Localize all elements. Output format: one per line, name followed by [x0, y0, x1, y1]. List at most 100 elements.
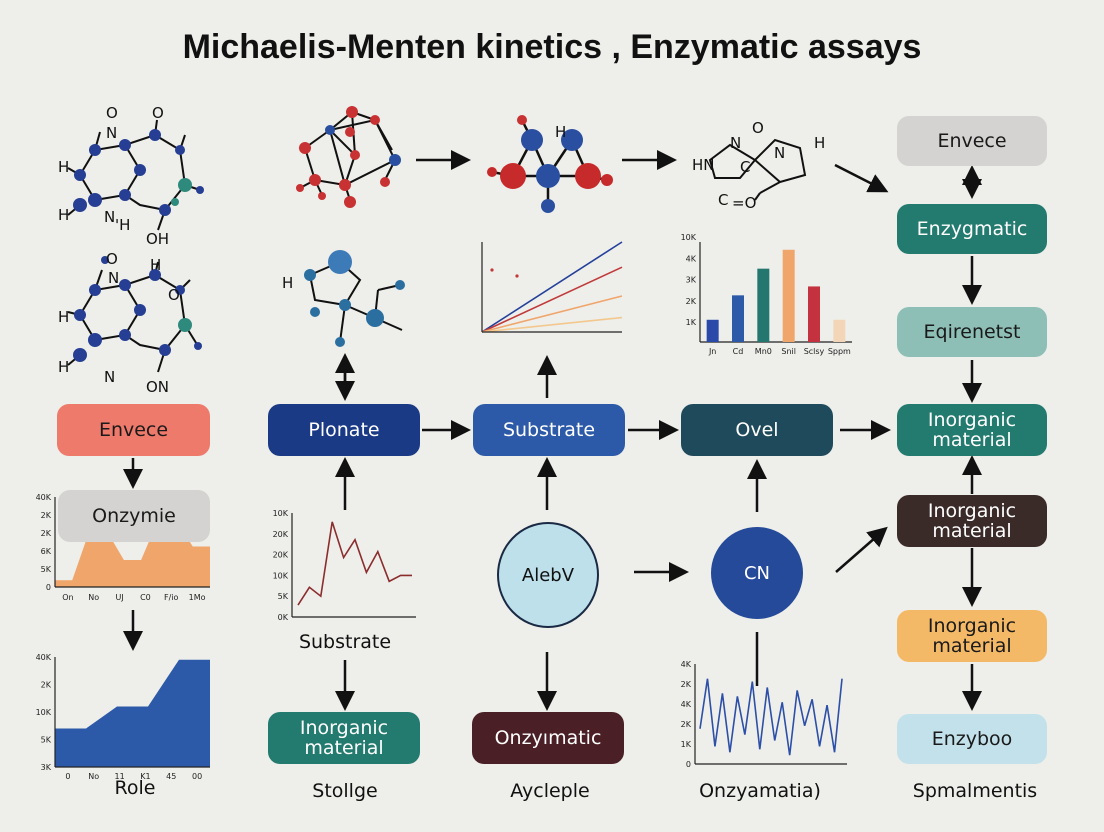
- atom-label: H: [58, 158, 69, 176]
- chart-substrate-y-tick: 10K: [273, 571, 289, 580]
- atom-label: =O: [732, 194, 756, 212]
- chart-blue-x-tick: 45: [166, 772, 176, 781]
- chart-substrate-y-tick: 20K: [273, 551, 289, 560]
- right-inorganic-box-1: Inorganic material: [897, 404, 1047, 456]
- chart-bars-x-tick: Sppm: [828, 347, 851, 356]
- atom-label: HN: [692, 156, 715, 174]
- chart-blue-x-tick: No: [88, 772, 99, 781]
- chart-blue-x-tick: 11: [114, 772, 124, 781]
- molecule-1-atoms: [73, 129, 204, 216]
- chart-bar: [732, 295, 744, 342]
- chart-orange-x-tick: UJ: [115, 593, 123, 602]
- chart-blue-area: [55, 659, 210, 767]
- molecule-2-atoms: [73, 256, 202, 362]
- chart-jagged-y-tick: 4K: [681, 660, 692, 669]
- aycleple-caption: Aycleple: [510, 780, 590, 802]
- atom-label: H: [282, 274, 293, 292]
- chart-bars-x-tick: Mn0: [755, 347, 772, 356]
- atom-label: H: [58, 308, 69, 326]
- chart-orange-y-tick: 2K: [41, 529, 52, 538]
- atom-label: O: [168, 286, 180, 304]
- chart-bar: [757, 268, 770, 342]
- right-enzyboo-box: Enzyboo: [897, 714, 1047, 764]
- atom-label: ON: [146, 378, 169, 396]
- chart-bars-y-tick: 3K: [686, 276, 697, 285]
- chart-bars-x-tick: Jn: [708, 347, 716, 356]
- arrow-up-right: [835, 526, 888, 573]
- atom-label: OH: [146, 230, 169, 248]
- chart-rise-series-1-line: [481, 266, 623, 333]
- atom-label: N: [106, 124, 117, 142]
- atom-label: O: [106, 104, 118, 122]
- chart-orange-y-tick: 40K: [36, 493, 52, 502]
- chart-substrate-y-tick: 20K: [273, 530, 289, 539]
- chart-bars-x-tick: Snil: [781, 347, 796, 356]
- atom-label: N: [104, 208, 115, 226]
- chart-orange-x-tick: C0: [140, 593, 151, 602]
- onzyamatia-caption: Onzyamatia): [699, 780, 821, 802]
- atom-label: N: [774, 144, 785, 162]
- chart-orange-x-tick: 1Mo: [189, 593, 206, 602]
- chart-substrate-y-tick: 0K: [278, 613, 289, 622]
- chart-substrate-line: [297, 521, 412, 606]
- chart-substrate-y-tick: 10K: [273, 509, 289, 518]
- chart-rise-marker: [490, 268, 494, 272]
- chart-jagged-y-tick: 0: [686, 760, 691, 769]
- chart-rise-series-3-line: [481, 316, 623, 333]
- right-inorganic-box-2: Inorganic material: [897, 495, 1047, 547]
- atom-label: O: [152, 104, 164, 122]
- envece-box: Envece: [57, 404, 210, 456]
- chart-blue-x-tick: 00: [192, 772, 202, 781]
- chart-bar: [782, 249, 795, 342]
- chart-blue-x-tick: 0: [65, 772, 70, 781]
- chart-jagged-y-tick: 2K: [681, 720, 692, 729]
- chart-bars-y-tick: 2K: [686, 297, 697, 306]
- chart-rise-series-0-line: [481, 241, 623, 333]
- atom-label: H: [58, 206, 69, 224]
- chart-substrate-y-tick: 5K: [278, 592, 289, 601]
- atom-label: H: [150, 256, 161, 274]
- chart-blue-y-tick: 10K: [36, 708, 52, 717]
- atom-label: O: [752, 119, 764, 137]
- atom-label: H: [58, 358, 69, 376]
- chart-jagged-line: [699, 678, 843, 756]
- substrate-caption: Substrate: [298, 631, 392, 653]
- chart-jagged-y-tick: 1K: [681, 740, 692, 749]
- chart-orange-y-tick: 5K: [41, 565, 52, 574]
- spmalmentis-caption: Spmalmentis: [912, 780, 1038, 802]
- molecule-5-atoms: [304, 250, 405, 347]
- chart-bars-y-tick: 1K: [686, 318, 697, 327]
- right-eqirenetst-box: Eqirenetst: [897, 307, 1047, 357]
- molecule-4-atoms: [487, 115, 613, 213]
- arrow-right: [834, 163, 889, 193]
- molecule-3-atoms: [296, 106, 401, 208]
- chart-bars-x-tick: Cd: [733, 347, 744, 356]
- right-enzygmatic-box: Enzygmatic: [897, 204, 1047, 254]
- atom-label: H: [814, 134, 825, 152]
- chart-orange-x-tick: No: [88, 593, 99, 602]
- chart-bars-x-tick: Sclsy: [804, 347, 825, 356]
- molecule-6: [708, 138, 807, 201]
- chart-blue-x-tick: K1: [140, 772, 150, 781]
- chart-blue-y-tick: 3K: [41, 763, 52, 772]
- substrate-box: Substrate: [473, 404, 625, 456]
- chart-orange-y-tick: 6K: [41, 547, 52, 556]
- atom-label: 'H: [115, 216, 130, 234]
- chart-bars-y-tick: 10K: [681, 233, 697, 242]
- plonate-box: Plonate: [268, 404, 420, 456]
- right-envece-box: Envece: [897, 116, 1047, 166]
- page-title: Michaelis-Menten kinetics , Enzymatic as…: [182, 28, 922, 66]
- chart-rise-series-2-line: [481, 295, 623, 333]
- chart-rise-marker: [515, 274, 519, 278]
- chart-bar: [808, 286, 820, 342]
- atom-label: N: [730, 134, 741, 152]
- atom-label: C: [718, 191, 728, 209]
- chart-orange-x-tick: F/io: [164, 593, 179, 602]
- atom-label: N: [108, 269, 119, 287]
- right-inorganic-box-3: Inorganic material: [897, 610, 1047, 662]
- chart-orange-y-tick: 0: [46, 583, 51, 592]
- inorganic-material-box: Inorganic material: [268, 712, 420, 764]
- role-caption: Role: [114, 777, 156, 799]
